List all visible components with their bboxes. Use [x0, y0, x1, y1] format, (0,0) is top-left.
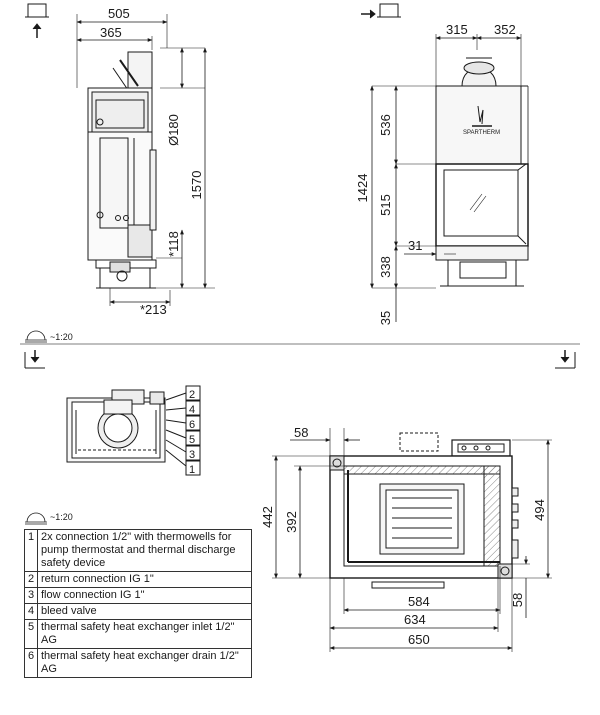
plan-section — [272, 428, 552, 652]
legend-text: 2x connection 1/2" with thermowells for … — [37, 529, 252, 572]
legend-num: 2 — [24, 571, 38, 588]
front-elevation — [370, 34, 529, 322]
scale-label-bottom: ~1:20 — [50, 512, 73, 522]
callout-4: 4 — [189, 404, 195, 416]
dim-442: 442 — [260, 506, 275, 528]
scale-icon-bottom — [25, 512, 47, 525]
dim-494: 494 — [532, 499, 547, 521]
callout-2: 2 — [189, 389, 195, 401]
side-elevation — [76, 14, 215, 306]
dim-352: 352 — [494, 22, 516, 37]
dim-58-top: 58 — [294, 425, 308, 440]
scale-icon — [25, 330, 47, 343]
dim-634: 634 — [404, 612, 426, 627]
dim-213: *213 — [140, 302, 167, 317]
legend-num: 5 — [24, 619, 38, 649]
legend-num: 4 — [24, 603, 38, 620]
view-icon-top-right — [555, 350, 576, 369]
view-icon-front — [25, 3, 49, 38]
dim-505: 505 — [108, 6, 130, 21]
legend-text: bleed valve — [37, 603, 252, 620]
dim-35: 35 — [378, 311, 393, 325]
legend-num: 6 — [24, 648, 38, 678]
legend-num: 1 — [24, 529, 38, 572]
dim-392: 392 — [284, 511, 299, 533]
dim-365: 365 — [100, 25, 122, 40]
legend-text: thermal safety heat exchanger inlet 1/2"… — [37, 619, 252, 649]
legend-text: return connection IG 1" — [37, 571, 252, 588]
dim-180: Ø180 — [166, 114, 181, 146]
legend-text: thermal safety heat exchanger drain 1/2"… — [37, 648, 252, 678]
view-icon-top-left — [24, 350, 45, 369]
dim-650: 650 — [408, 632, 430, 647]
legend-text: flow connection IG 1" — [37, 587, 252, 604]
dim-118: *118 — [166, 231, 181, 257]
connection-plan — [66, 385, 201, 476]
dim-315: 315 — [446, 22, 468, 37]
view-icon-side — [361, 3, 401, 19]
dim-1424: 1424 — [355, 174, 370, 203]
brand-label: SPARTHERM — [463, 130, 500, 136]
dim-536: 536 — [378, 114, 393, 136]
callout-1: 1 — [189, 464, 195, 476]
dim-338: 338 — [378, 256, 393, 278]
dim-31: 31 — [408, 238, 422, 253]
dim-515: 515 — [378, 194, 393, 216]
dim-58-bottom: 58 — [510, 593, 525, 607]
dim-1570: 1570 — [189, 171, 204, 200]
legend-num: 3 — [24, 587, 38, 604]
dim-584: 584 — [408, 594, 430, 609]
callout-6: 6 — [189, 419, 195, 431]
callout-5: 5 — [189, 434, 195, 446]
callout-3: 3 — [189, 449, 195, 461]
scale-label-top: ~1:20 — [50, 332, 73, 342]
